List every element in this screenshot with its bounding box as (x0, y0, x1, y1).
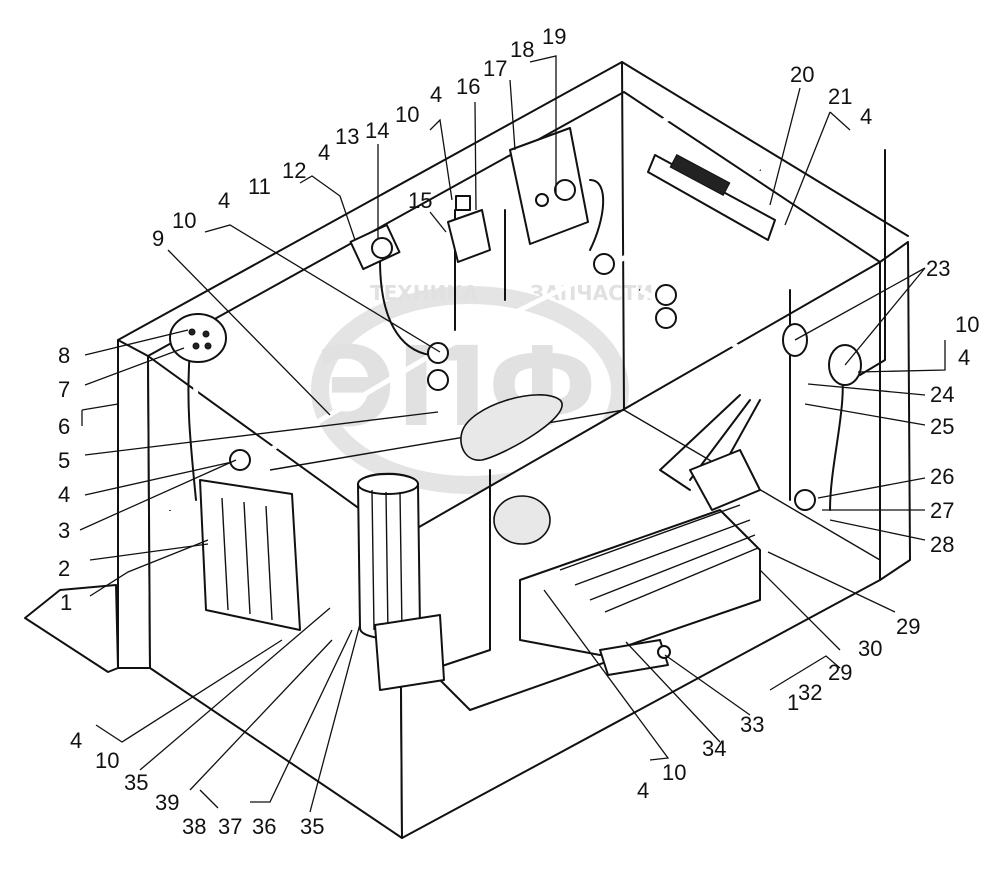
callout-label-10: 10 (662, 760, 686, 785)
callout-label-15: 15 (408, 188, 432, 213)
speaker-floor (493, 495, 551, 545)
cylinder-filter (357, 472, 421, 640)
callout-label-35: 35 (124, 770, 148, 795)
callout-label-4: 4 (218, 188, 230, 213)
callout-label-4: 4 (58, 482, 70, 507)
fuse-block (447, 209, 491, 263)
callout-label-29: 29 (896, 614, 920, 639)
callout-label-4: 4 (860, 104, 872, 129)
callout-label-4: 4 (70, 728, 82, 753)
callout-label-10: 10 (95, 748, 119, 773)
callout-label-18: 18 (510, 37, 534, 62)
dome-lamp (460, 394, 563, 461)
callout-label-12: 12 (282, 158, 306, 183)
callout-label-19: 19 (542, 24, 566, 49)
callout-label-36: 36 (252, 814, 276, 839)
right-wall-edge (879, 241, 911, 581)
callout-label-28: 28 (930, 532, 954, 557)
callout-label-35: 35 (300, 814, 324, 839)
callout-label-20: 20 (790, 62, 814, 87)
callout-label-2: 2 (58, 556, 70, 581)
back-corner-edge (621, 61, 625, 411)
watermark-caption-left: ТЕХНИКА (370, 281, 479, 305)
callout-label-10: 10 (955, 312, 979, 337)
callout-label-5: 5 (58, 448, 70, 473)
callout-label-21: 21 (828, 84, 852, 109)
callout-label-26: 26 (930, 464, 954, 489)
leader-lines (79, 55, 946, 813)
callout-label-7: 7 (58, 377, 70, 402)
antenna-wire (859, 149, 886, 376)
callout-label-17: 17 (483, 56, 507, 81)
watermark-ring (311, 286, 629, 494)
left-wall-edge (117, 339, 151, 669)
callout-label-16: 16 (456, 74, 480, 99)
callout-label-32: 32 (798, 680, 822, 705)
callout-label-1: 1 (60, 590, 72, 615)
callout-labels: 1 2 3 4 5 6 7 8 9 10 4 11 12 4 13 14 10 … (58, 24, 979, 839)
speaker-left (169, 313, 227, 363)
callout-label-4: 4 (958, 345, 970, 370)
heater-unit (519, 509, 761, 656)
inner-rim (147, 91, 881, 357)
callout-label-33: 33 (740, 712, 764, 737)
junction-box (689, 449, 761, 511)
callout-label-4: 4 (637, 778, 649, 803)
inner-floor-line (269, 409, 881, 561)
callout-label-4: 4 (318, 140, 330, 165)
callout-label-23: 23 (926, 256, 950, 281)
callout-label-6: 6 (58, 414, 70, 439)
callout-label-3: 3 (58, 518, 70, 543)
callout-label-39: 39 (155, 790, 179, 815)
callout-label-13: 13 (335, 124, 359, 149)
callout-label-38: 38 (182, 814, 206, 839)
components (169, 127, 862, 691)
callout-label-34: 34 (702, 736, 726, 761)
callout-label-10: 10 (395, 102, 419, 127)
callout-label-25: 25 (930, 414, 954, 439)
callout-label-11: 11 (248, 174, 271, 199)
callout-label-8: 8 (58, 343, 70, 368)
callout-label-14: 14 (365, 118, 389, 143)
wire-left (187, 349, 197, 501)
connector-strip (647, 154, 776, 241)
callout-label-1: 1 (787, 690, 799, 715)
control-unit (509, 127, 589, 245)
callout-label-4: 4 (430, 82, 442, 107)
callout-label-29: 29 (828, 660, 852, 685)
wire-relay (379, 259, 431, 356)
callout-label-9: 9 (152, 226, 164, 251)
callout-label-10: 10 (172, 208, 196, 233)
callout-label-30: 30 (858, 636, 882, 661)
callout-label-24: 24 (930, 382, 954, 407)
callout-label-37: 37 (218, 814, 242, 839)
battery-pack (199, 479, 301, 631)
callout-label-27: 27 (930, 498, 954, 523)
mount-bracket (599, 639, 669, 676)
